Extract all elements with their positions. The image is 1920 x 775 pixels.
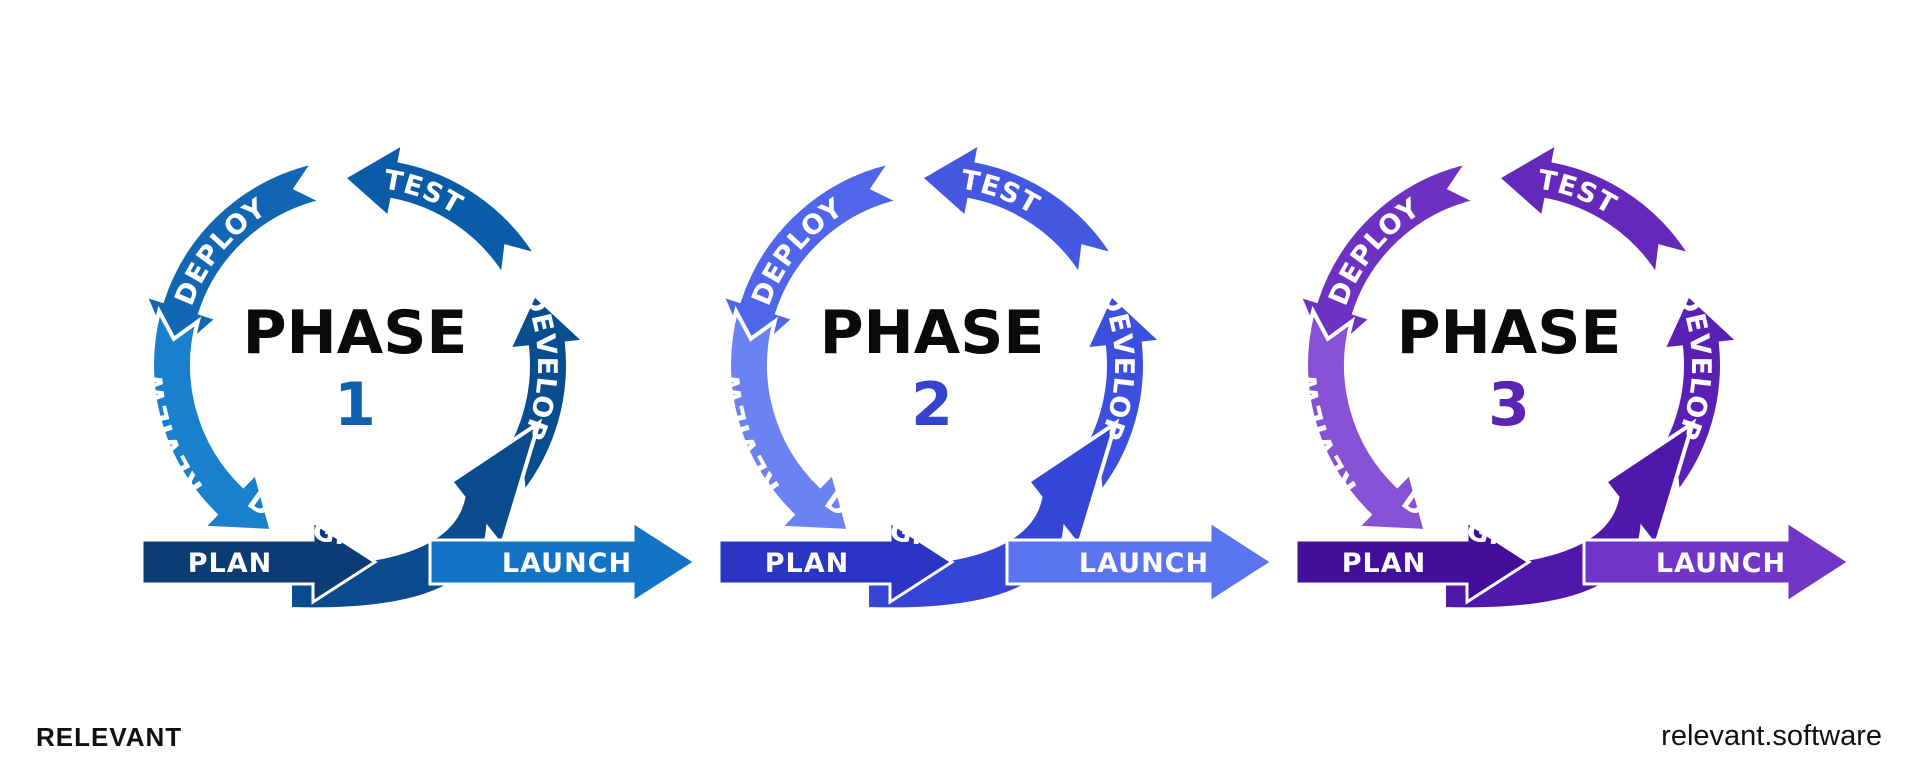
plan-arrow xyxy=(140,519,378,605)
plan-arrow xyxy=(1294,519,1532,605)
plan-arrow xyxy=(717,519,955,605)
launch-label: LAUNCH xyxy=(502,548,632,579)
launch-arrow xyxy=(1005,519,1275,605)
phase-number: 2 xyxy=(911,370,953,440)
plan-label: PLAN xyxy=(1342,548,1427,579)
brand-logo: RELEVANT xyxy=(36,722,183,752)
phase-title: PHASE xyxy=(820,298,1045,368)
phase-title: PHASE xyxy=(1397,298,1622,368)
review-arrow xyxy=(150,305,275,534)
test-arrow xyxy=(917,139,1118,282)
review-arrow xyxy=(1304,305,1429,534)
phase-number: 1 xyxy=(334,370,376,440)
plan-label: PLAN xyxy=(188,548,273,579)
launch-label: LAUNCH xyxy=(1656,548,1786,579)
plan-label: PLAN xyxy=(765,548,850,579)
launch-label: LAUNCH xyxy=(1079,548,1209,579)
website-url: relevant.software xyxy=(1661,720,1882,752)
phase-number: 3 xyxy=(1488,370,1530,440)
test-arrow xyxy=(1494,139,1695,282)
launch-arrow xyxy=(1582,519,1852,605)
launch-arrow xyxy=(428,519,698,605)
phase-title: PHASE xyxy=(243,298,468,368)
test-arrow xyxy=(340,139,541,282)
review-arrow xyxy=(727,305,852,534)
